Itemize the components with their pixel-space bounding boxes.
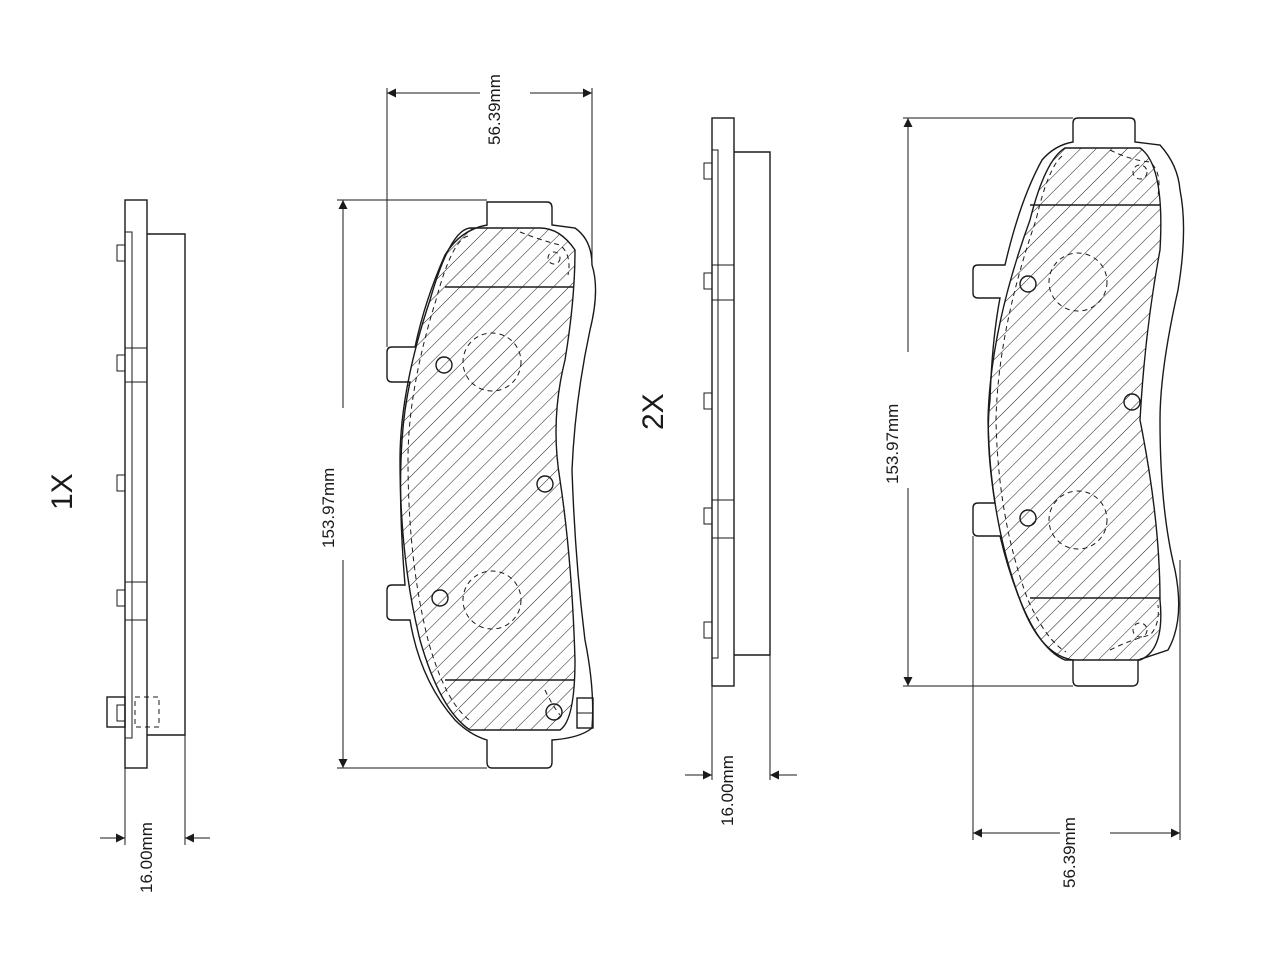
right-side-profile-view [685, 117, 797, 780]
left-side-profile-view [100, 199, 210, 845]
left-pad-face-view [337, 88, 597, 769]
left-quantity-label: 1X [46, 473, 79, 510]
right-thickness-dimension-label: 16.00mm [718, 755, 737, 826]
right-width-dimension-label: 56.39mm [1060, 817, 1079, 888]
right-quantity-label: 2X [637, 393, 670, 430]
left-width-dimension-label: 56.39mm [485, 74, 504, 145]
left-height-dimension-label: 153.97mm [319, 468, 338, 548]
right-pad-face-view [903, 117, 1185, 840]
left-thickness-dimension-label: 16.00mm [137, 822, 156, 893]
right-height-dimension-label: 153.97mm [883, 404, 902, 484]
